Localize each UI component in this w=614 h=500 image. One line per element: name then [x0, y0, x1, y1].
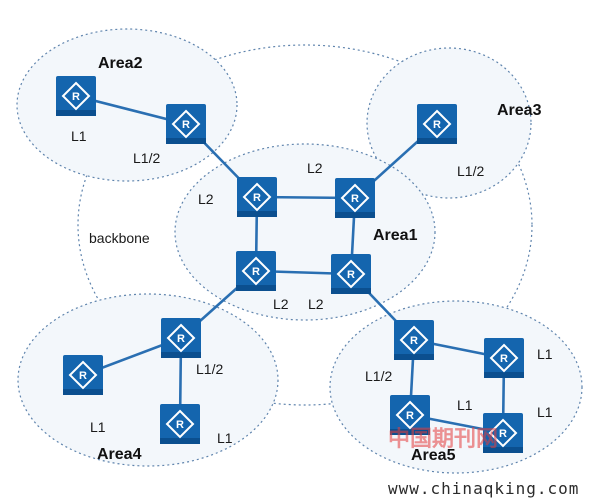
label-area4-l1-right: L1: [217, 430, 233, 446]
backbone-boundary: [77, 44, 533, 406]
label-area5-l12: L1/2: [365, 368, 392, 384]
label-area5-l1-top: L1: [537, 346, 553, 362]
backbone-label: backbone: [89, 230, 150, 246]
label-area2-l1: L1: [71, 128, 87, 144]
label-area1-l2-left: L2: [198, 191, 214, 207]
area4-label: Area4: [97, 446, 142, 463]
router-area4-c: [159, 403, 201, 445]
area5-label: Area5: [411, 447, 456, 464]
router-area1-bottom-left: [235, 250, 277, 292]
label-area5-l1-right: L1: [537, 404, 553, 420]
label-area4-l12: L1/2: [196, 361, 223, 377]
router-area4-b: [62, 354, 104, 396]
router-area1-bottom-right: [330, 253, 372, 295]
router-area2-a: [55, 75, 97, 117]
watermark-url: www.chinaqking.com: [388, 479, 579, 498]
label-area1-l2-bottom-left: L2: [273, 296, 289, 312]
router-area2-b: [165, 103, 207, 145]
area1-label: Area1: [373, 227, 418, 244]
router-area3: [416, 103, 458, 145]
label-area4-l1-left: L1: [90, 419, 106, 435]
router-area5-b: [483, 337, 525, 379]
label-area5-l1-mid: L1: [457, 397, 473, 413]
area4-boundary: [17, 293, 279, 467]
area3-label: Area3: [497, 102, 542, 119]
router-area5-a: [393, 319, 435, 361]
router-area1-top-right: [334, 177, 376, 219]
label-area1-l2-top: L2: [307, 160, 323, 176]
label-area2-l12: L1/2: [133, 150, 160, 166]
router-area4-a: [160, 317, 202, 359]
watermark-chinese: 中国期刊网: [388, 427, 498, 452]
area2-label: Area2: [98, 55, 143, 72]
router-area1-top-left: [236, 176, 278, 218]
label-area3-l12: L1/2: [457, 163, 484, 179]
label-area1-l2-bottom-right: L2: [308, 296, 324, 312]
